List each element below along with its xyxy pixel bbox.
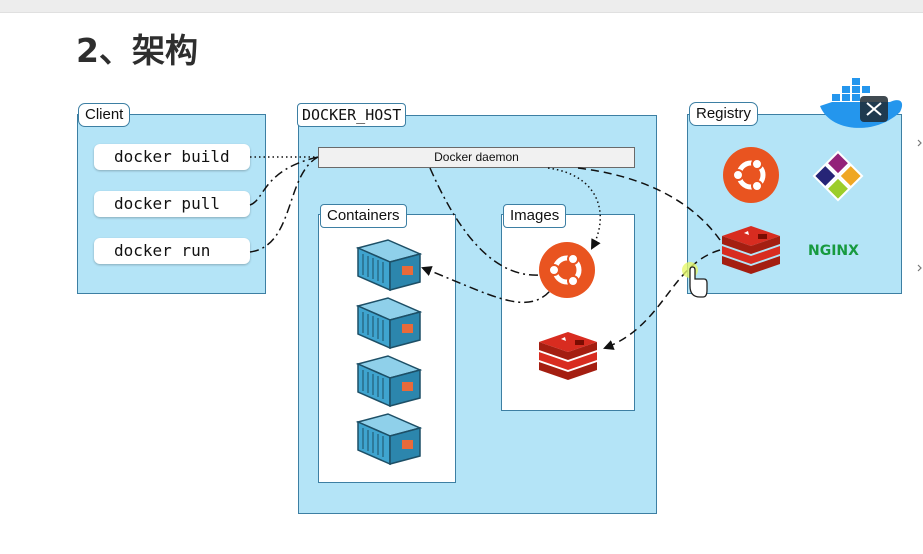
command-docker-build: docker build: [94, 144, 250, 170]
redis-logo-icon: [722, 226, 780, 274]
edge-chevron-icon: [917, 139, 922, 147]
pull-image-arrow: [603, 249, 721, 350]
pull-registry-line: [577, 167, 721, 241]
ubuntu-logo-icon: [539, 242, 595, 298]
command-docker-run: docker run: [94, 238, 250, 264]
shipping-container-icon: [357, 355, 421, 407]
registry-label: Registry: [689, 102, 759, 126]
nginx-logo-icon: NGINX: [808, 243, 859, 259]
docker-host-label: DOCKER_HOST: [297, 103, 407, 127]
ubuntu-logo-icon: [723, 147, 779, 203]
slide-heading: 2、架构: [76, 31, 198, 70]
hand-cursor-icon: [682, 262, 708, 298]
containers-label: Containers: [320, 204, 407, 228]
build-image-arrow: [547, 167, 601, 250]
docker-daemon-bar: Docker daemon: [318, 147, 635, 168]
command-docker-pull: docker pull: [94, 191, 250, 217]
shipping-container-icon: [357, 239, 421, 291]
run-image-line: [429, 167, 541, 276]
shipping-container-icon: [357, 413, 421, 465]
edge-chevron-icon: [917, 264, 922, 272]
pull-connector: [249, 156, 319, 206]
top-strip: [0, 0, 923, 13]
docker-whale-icon: [820, 78, 903, 128]
centos-logo-icon: [812, 150, 864, 202]
shipping-container-icon: [357, 297, 421, 349]
images-label: Images: [503, 204, 567, 228]
run-connector: [249, 156, 319, 253]
redis-logo-icon: [539, 332, 597, 380]
client-label: Client: [78, 103, 131, 127]
